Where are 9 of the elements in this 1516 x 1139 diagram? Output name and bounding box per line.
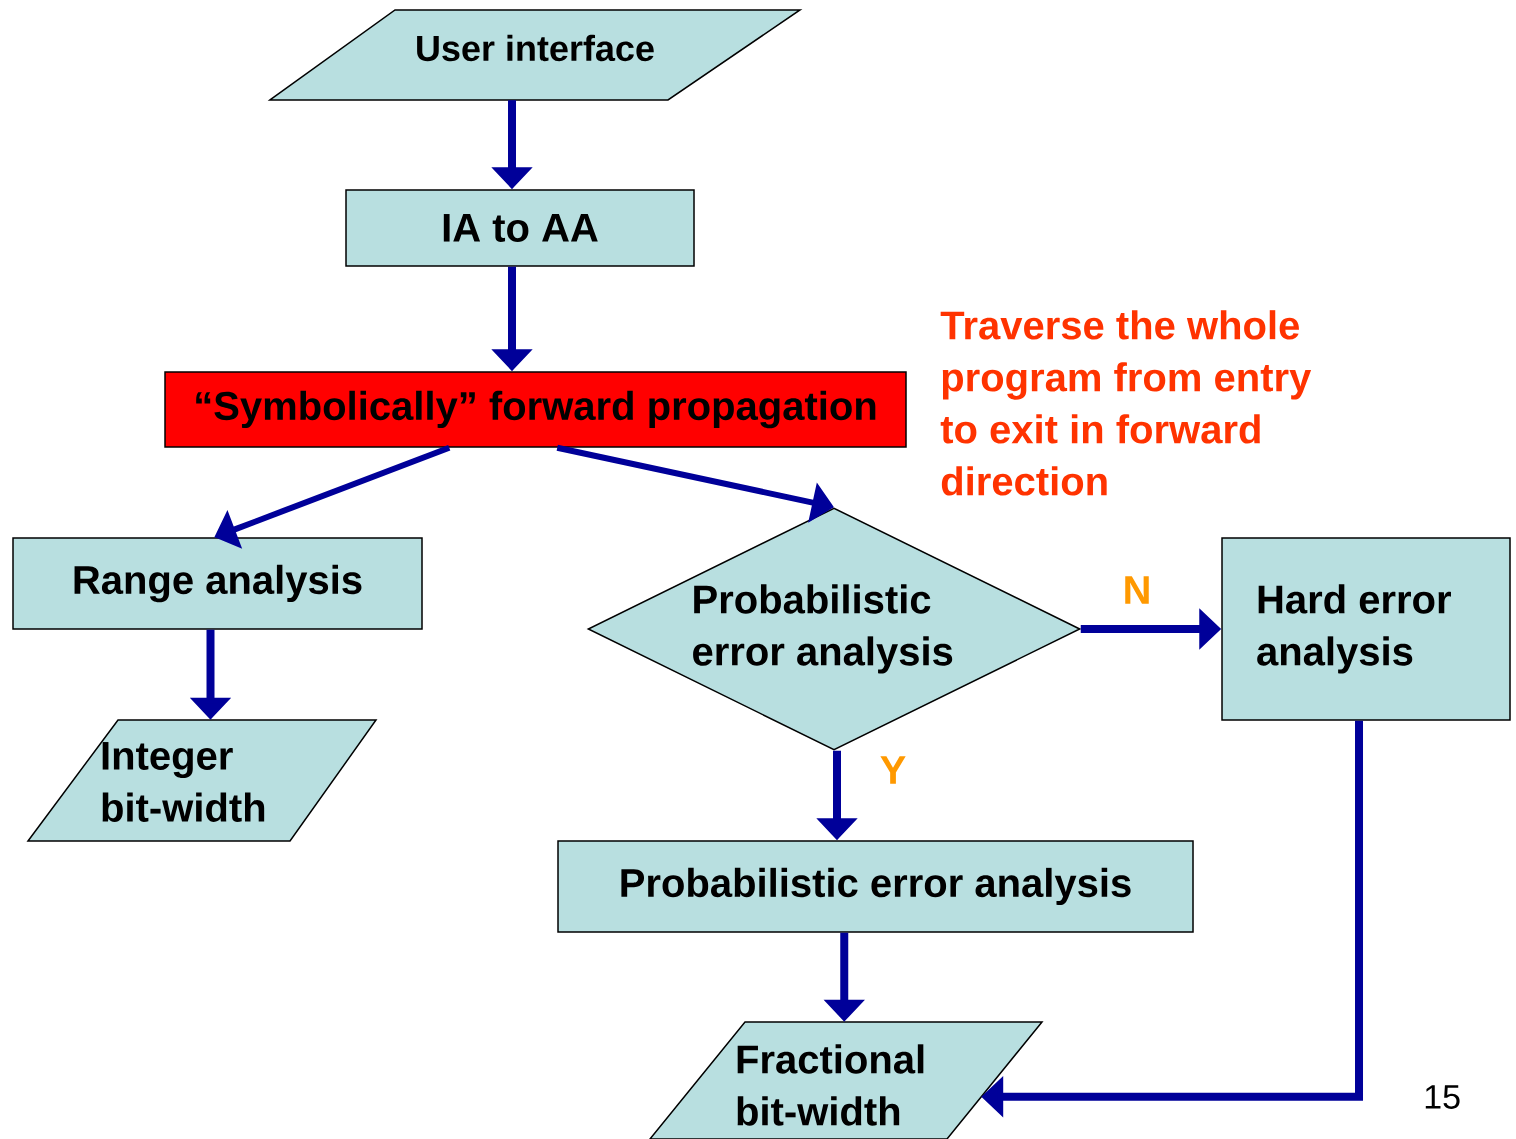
process-box: “Symbolically” forward propagation — [164, 371, 907, 448]
edge-label: N — [1125, 576, 1149, 604]
process-box: Hard error analysis — [1221, 537, 1511, 721]
note-text: Traverse the whole program from entry to exit in forward direction — [940, 310, 1312, 496]
process-box: IA to AA — [345, 189, 695, 267]
page-number: 15 — [1425, 1085, 1460, 1109]
edge-label: Y — [880, 756, 906, 784]
process-box: Probabilistic error analysis — [557, 840, 1194, 933]
process-box: Range analysis — [12, 537, 423, 630]
